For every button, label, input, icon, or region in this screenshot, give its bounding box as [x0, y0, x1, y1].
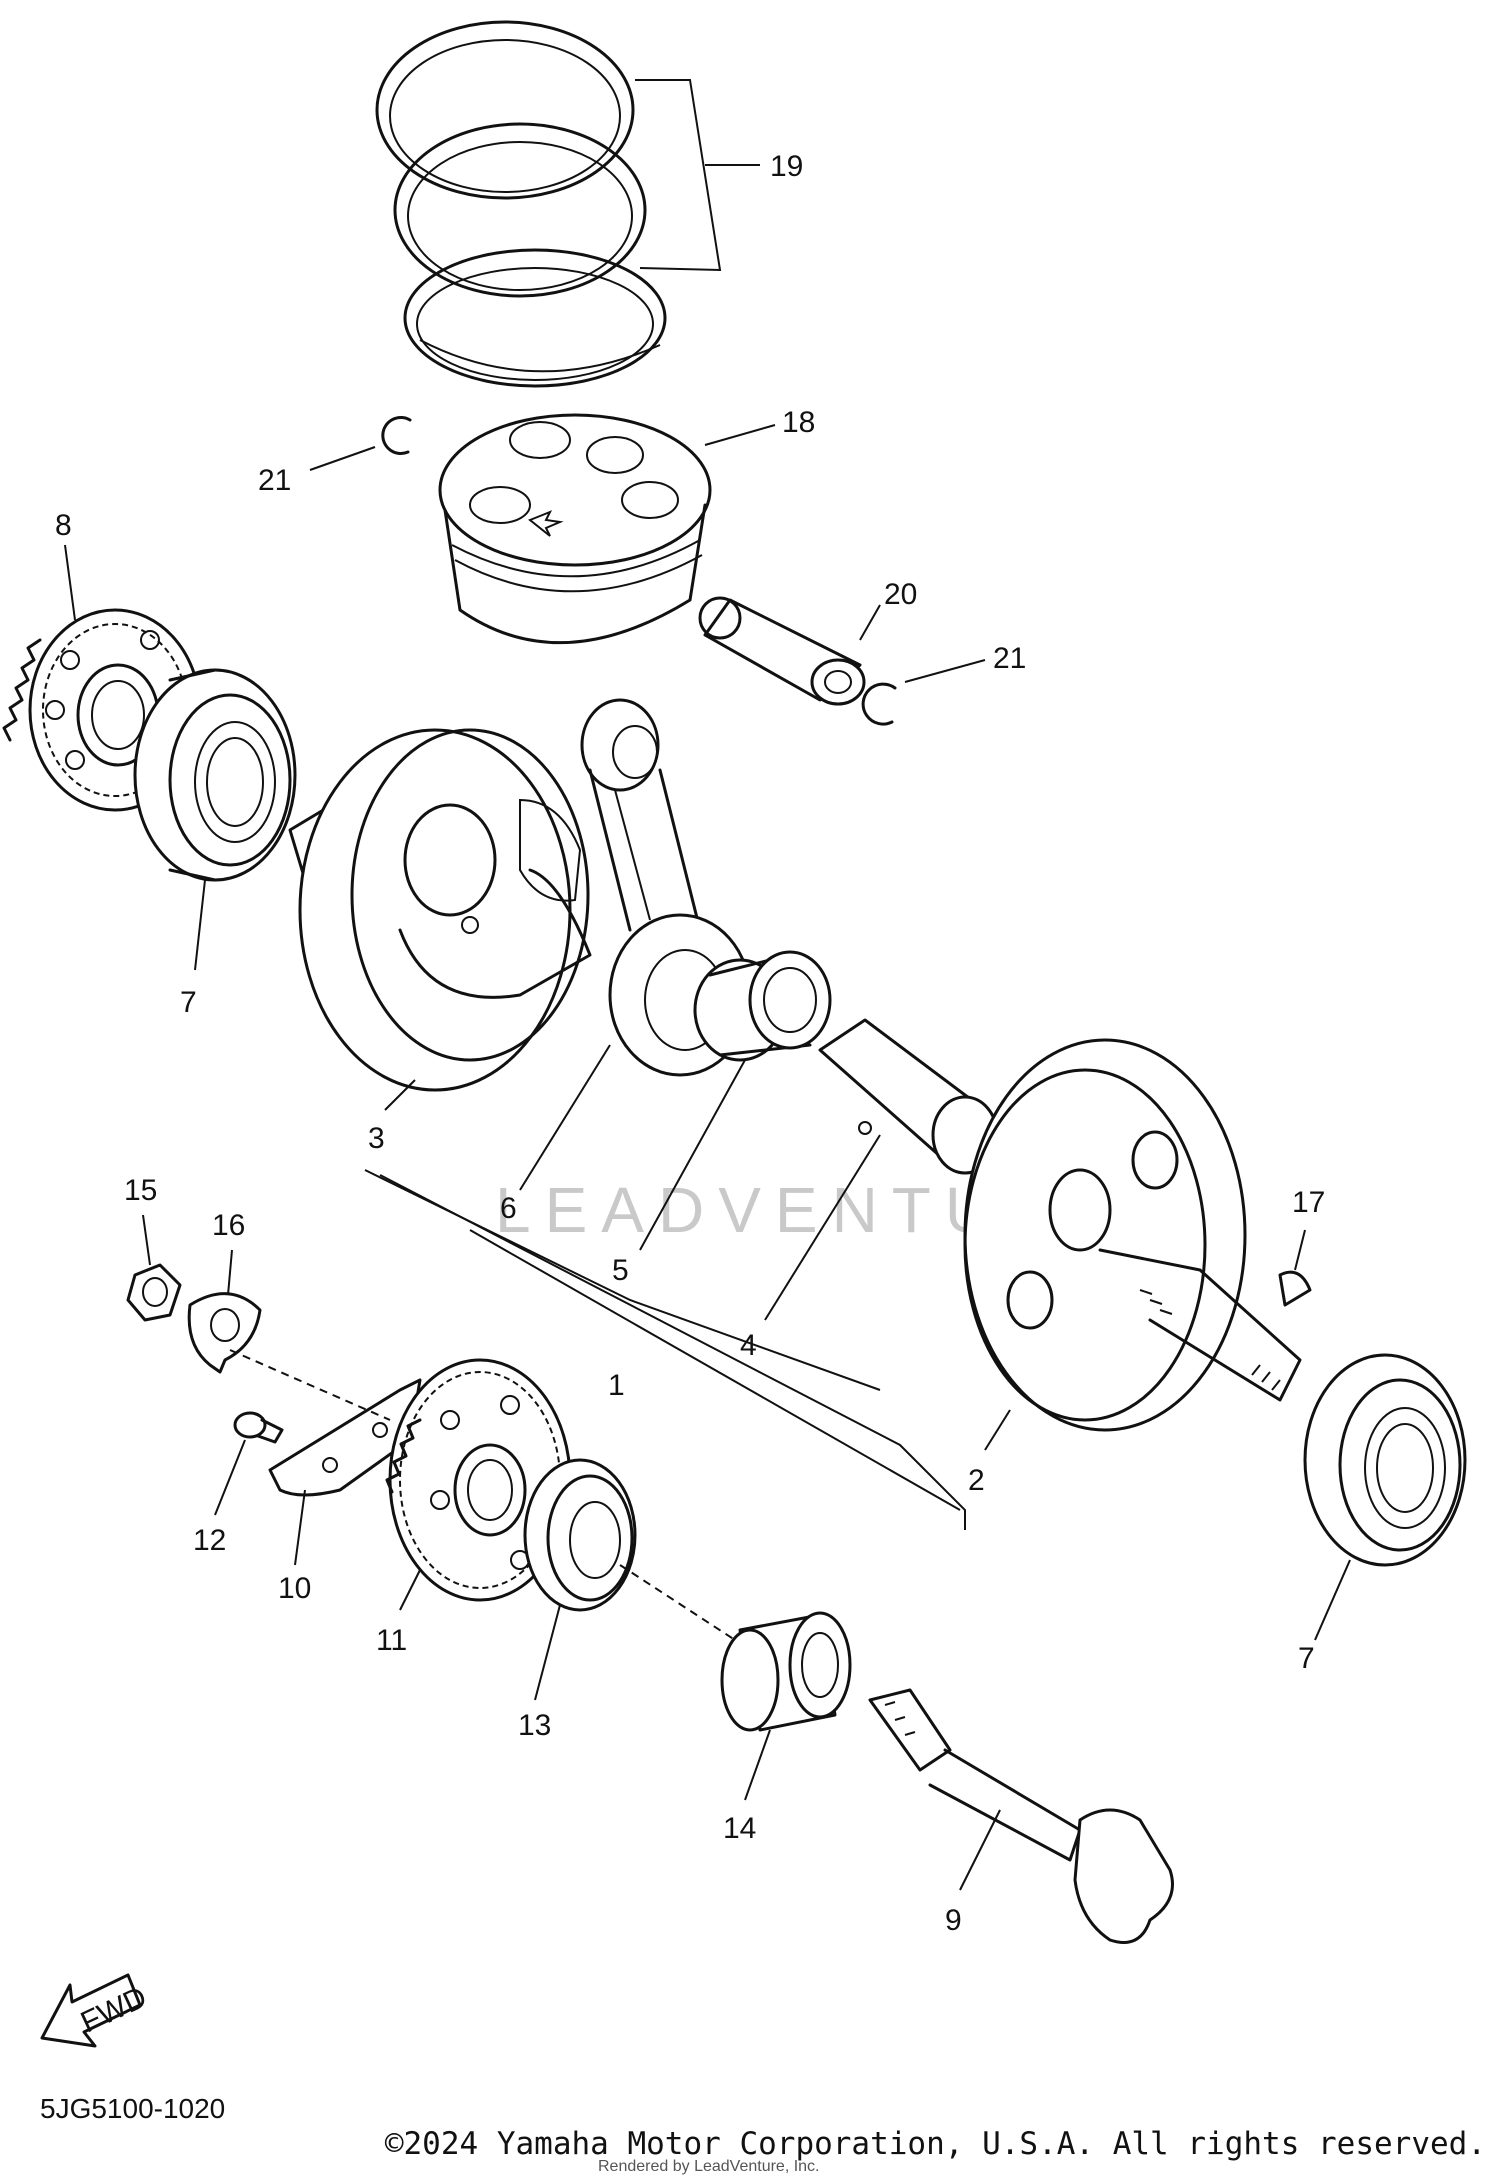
- circlip-upper: [381, 416, 412, 455]
- callout-20: 20: [884, 578, 917, 611]
- callout-9: 9: [945, 1904, 962, 1937]
- crank-left-half: [288, 728, 592, 1092]
- callout-7-left: 7: [180, 986, 197, 1019]
- callout-7-right: 7: [1298, 1642, 1315, 1675]
- woodruff-key: [1278, 1270, 1312, 1307]
- callout-6: 6: [500, 1192, 517, 1225]
- callout-16: 16: [212, 1209, 245, 1242]
- fwd-arrow-icon: FWD: [40, 1973, 152, 2048]
- callout-10: 10: [278, 1572, 311, 1605]
- piston: [438, 413, 712, 645]
- callout-21-lower: 21: [993, 642, 1026, 675]
- copyright-notice: ©2024 Yamaha Motor Corporation, U.S.A. A…: [384, 2126, 1486, 2162]
- callout-12: 12: [193, 1524, 226, 1557]
- callout-3: 3: [368, 1122, 385, 1155]
- callout-17: 17: [1292, 1186, 1325, 1219]
- rendered-by-notice: Rendered by LeadVenture, Inc.: [598, 2158, 820, 2175]
- piston-rings: [375, 20, 667, 388]
- callout-11: 11: [376, 1624, 407, 1657]
- bearing-left: [133, 668, 297, 882]
- balancer-bearing: [523, 1458, 637, 1612]
- callout-21-upper: 21: [258, 464, 291, 497]
- callout-18: 18: [782, 406, 815, 439]
- callout-14: 14: [723, 1812, 756, 1845]
- callout-13: 13: [518, 1709, 551, 1742]
- big-end-bearing: [693, 950, 832, 1062]
- diagram-code: 5JG5100-1020: [40, 2093, 226, 2124]
- balancer-shaft: [868, 1688, 1174, 1944]
- bolt: [233, 1411, 284, 1444]
- piston-pin: [698, 596, 866, 706]
- crank-pin: [818, 1018, 999, 1175]
- crank-right-half: [963, 1038, 1302, 1432]
- callout-8: 8: [55, 509, 72, 542]
- callout-1: 1: [608, 1369, 625, 1402]
- circlip-lower: [861, 682, 897, 726]
- callout-19: 19: [770, 150, 803, 183]
- bearing-right: [1303, 1353, 1467, 1567]
- callout-5: 5: [612, 1254, 629, 1287]
- callout-4: 4: [740, 1329, 757, 1362]
- callout-2: 2: [968, 1464, 985, 1497]
- callout-labels: 19 18 21 21 20 8 7 7 3 6 5 4 1 2 17 15 1…: [55, 150, 1325, 1937]
- callout-15: 15: [124, 1174, 157, 1207]
- lock-washer: [187, 1292, 262, 1374]
- leader-lines: [64, 79, 1351, 1891]
- nut: [126, 1263, 182, 1322]
- needle-bearing: [720, 1611, 852, 1732]
